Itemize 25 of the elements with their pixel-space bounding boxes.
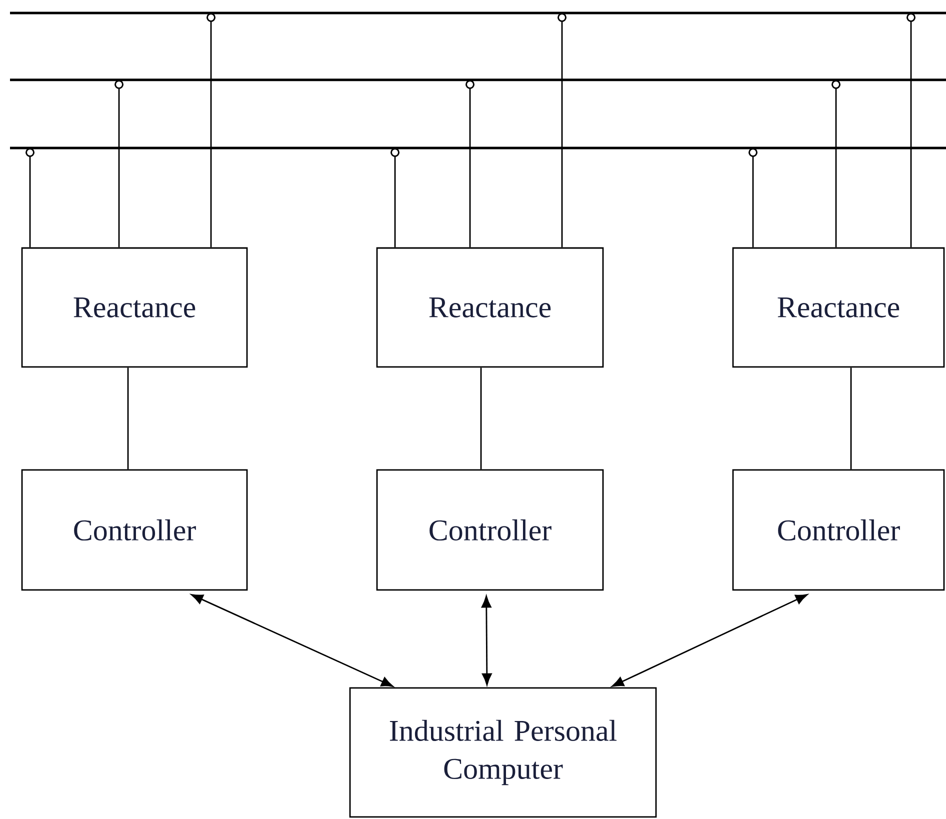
- tap-line: [390, 148, 400, 248]
- text-box: Reactance: [21, 247, 248, 368]
- connector-line: [850, 368, 852, 470]
- text-box: Controller: [376, 469, 604, 591]
- tap-line: [114, 80, 124, 248]
- text-box: Industrial Personal Computer: [349, 687, 657, 818]
- connector-line: [480, 368, 482, 470]
- bus-line: [10, 78, 946, 82]
- tap-line: [206, 13, 216, 248]
- tap-line: [748, 148, 758, 248]
- bus-line: [10, 12, 946, 14]
- text-box: Reactance: [376, 247, 604, 368]
- text-box: Controller: [21, 469, 248, 591]
- tap-line: [466, 80, 474, 248]
- tap-line: [906, 13, 916, 248]
- double-arrow: [191, 594, 394, 687]
- text-box: Reactance: [732, 247, 945, 368]
- double-arrow: [612, 594, 808, 687]
- tap-line: [558, 13, 566, 248]
- tap-line: [832, 80, 840, 248]
- text-box: Controller: [732, 469, 945, 591]
- double-arrow: [481, 596, 492, 686]
- tap-line: [26, 148, 34, 248]
- bus-line: [10, 146, 946, 150]
- connector-line: [127, 368, 129, 470]
